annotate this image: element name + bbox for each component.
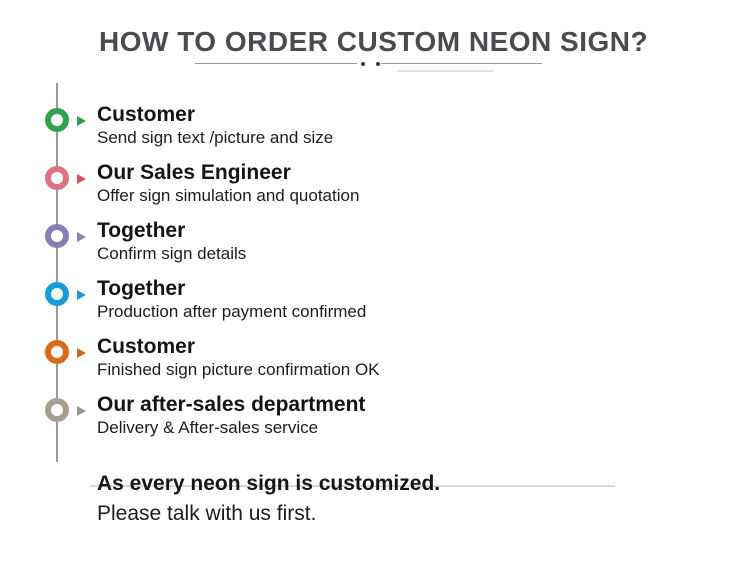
page-title: HOW TO ORDER CUSTOM NEON SIGN? — [99, 26, 649, 57]
step-title: Our after-sales department — [97, 393, 366, 416]
step-title: Together — [97, 219, 186, 242]
title-underline — [195, 62, 542, 67]
step-arrow-icon — [77, 232, 86, 242]
step-marker-circle — [45, 282, 69, 306]
step-arrow-icon — [77, 348, 86, 358]
step-text: Customer Send sign text /picture and siz… — [97, 102, 333, 148]
timeline-step: Together Production after payment confir… — [0, 270, 750, 328]
title-underline-dot — [361, 62, 365, 66]
step-arrow-icon — [77, 174, 86, 184]
step-title: Customer — [97, 103, 196, 126]
timeline-step: Together Confirm sign details — [0, 212, 750, 270]
step-marker-circle — [45, 340, 69, 364]
step-text: Our after-sales department Delivery & Af… — [97, 392, 365, 438]
timeline-spine — [56, 83, 58, 462]
step-arrow-icon — [77, 406, 86, 416]
step-text: Customer Finished sign picture confirmat… — [97, 334, 380, 380]
timeline-step: Customer Send sign text /picture and siz… — [0, 96, 750, 154]
step-subtitle: Delivery & After-sales service — [97, 418, 319, 437]
title-underline-shadow — [397, 70, 493, 72]
step-title: Together — [97, 277, 186, 300]
step-subtitle: Send sign text /picture and size — [97, 128, 334, 147]
step-text: Together Production after payment confir… — [97, 276, 366, 322]
footer-bold-text: As every neon sign is customized. — [97, 472, 441, 495]
footer-regular-text: Please talk with us first. — [97, 502, 317, 525]
step-subtitle: Confirm sign details — [97, 244, 247, 263]
step-text: Our Sales Engineer Offer sign simulation… — [97, 160, 359, 206]
step-marker-circle — [45, 398, 69, 422]
step-arrow-icon — [77, 290, 86, 300]
step-title: Our Sales Engineer — [97, 161, 291, 184]
title-underline-left-segment — [195, 63, 357, 64]
title-underline-dot — [376, 62, 380, 66]
step-arrow-icon — [77, 116, 86, 126]
footer-divider-line — [90, 485, 615, 487]
step-marker-circle — [45, 108, 69, 132]
timeline-step: Our after-sales department Delivery & Af… — [0, 386, 750, 444]
step-subtitle: Finished sign picture confirmation OK — [97, 360, 380, 379]
step-marker-circle — [45, 166, 69, 190]
step-subtitle: Offer sign simulation and quotation — [97, 186, 360, 205]
step-subtitle: Production after payment confirmed — [97, 302, 367, 321]
timeline-step: Customer Finished sign picture confirmat… — [0, 328, 750, 386]
title-underline-right-segment — [381, 63, 542, 64]
step-marker-circle — [45, 224, 69, 248]
step-text: Together Confirm sign details — [97, 218, 246, 264]
step-title: Customer — [97, 335, 196, 358]
timeline-step: Our Sales Engineer Offer sign simulation… — [0, 154, 750, 212]
